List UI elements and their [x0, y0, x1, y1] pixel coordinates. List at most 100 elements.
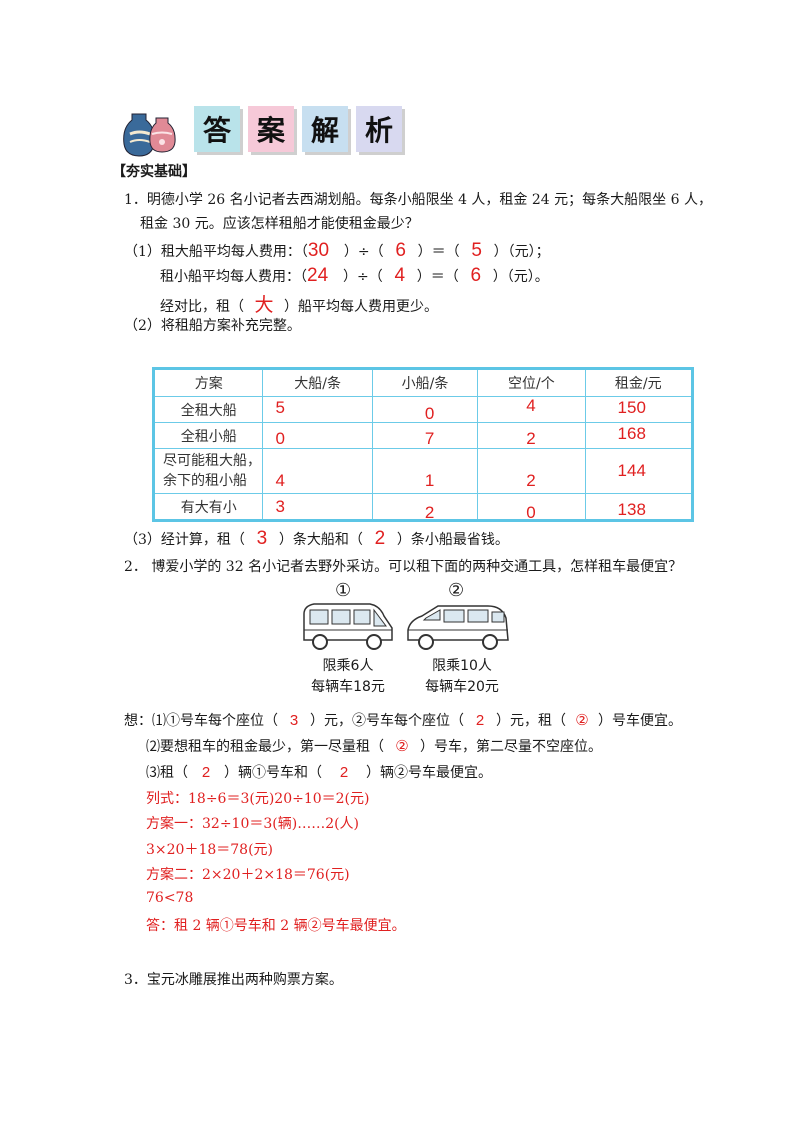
table-header: 大船/条 [262, 368, 373, 397]
answer-value: ② [575, 712, 589, 729]
text: ）元，租（ [496, 713, 566, 729]
section-title: 【夯实基础】 [112, 164, 196, 180]
banner-char-4: 析 [356, 106, 402, 152]
answer-value: 6 [470, 265, 482, 286]
van1-caption: 限乘6人 每辆车18元 [296, 656, 400, 698]
small-boats-cell: 2 [371, 493, 479, 522]
van2-caption: 限乘10人 每辆车20元 [408, 656, 516, 698]
table-row: 有大有小 3 2 0 138 [152, 493, 694, 522]
small-boats-cell: 7 [371, 422, 479, 449]
rent-cell: 168 [584, 422, 694, 449]
table-header: 方案 [152, 368, 264, 397]
text: （1）租大船平均每人费用：（ [124, 244, 308, 260]
table-header: 空位/个 [477, 368, 586, 397]
table-header: 小船/条 [371, 368, 479, 397]
banner-char-1: 答 [194, 106, 240, 152]
plan-label: 全租大船 [152, 396, 264, 423]
cell-value: 7 [424, 428, 435, 448]
cell-value: 150 [617, 397, 646, 417]
q2-think-2: ⑵要想租车的租金最少，第一尽量租（②）号车，第二尽量不空座位。 [146, 736, 602, 756]
text: ⑵要想租车的租金最少，第一尽量租（ [146, 739, 384, 755]
text: ）÷（ [343, 269, 383, 285]
answer-value: ② [395, 738, 409, 755]
small-boats-cell: 0 [371, 396, 479, 423]
answer-value: 6 [395, 240, 406, 261]
cell-value: 0 [275, 428, 285, 448]
table-header-row: 方案 大船/条 小船/条 空位/个 租金/元 [152, 368, 694, 397]
van2-illustration [407, 605, 509, 650]
rent-cell: 144 [584, 448, 694, 494]
calc-line: 列式：18÷6＝3(元)20÷10＝2(元) [146, 791, 370, 807]
small-boats-cell: 1 [371, 448, 479, 494]
table-row: 尽可能租大船， 余下的租小船 4 1 2 144 [152, 448, 694, 494]
q1-text-line1: 1．明德小学 26 名小记者去西湖划船。每条小船限坐 4 人，租金 24 元；每… [124, 192, 712, 208]
text: ）元，②号车每个座位（ [310, 713, 464, 729]
answer-value: 5 [471, 240, 482, 261]
cell-value: 3 [275, 496, 285, 516]
answer-banner: 答 案 解 析 [122, 104, 404, 160]
cell-value: 1 [424, 471, 435, 490]
van2-number: ② [448, 580, 465, 601]
empty-seats-cell: 2 [477, 448, 586, 494]
answer-value: 4 [394, 265, 406, 286]
answer-value: 24 [307, 265, 329, 286]
answer-line: 答：租 2 辆①号车和 2 辆②号车最便宜。 [146, 918, 406, 934]
cell-value: 5 [275, 397, 285, 417]
plan-label: 有大有小 [152, 493, 264, 521]
banner-char-3: 解 [302, 106, 348, 152]
text: 租小船平均每人费用：（ [160, 269, 307, 285]
text: 想：⑴①号车每个座位（ [124, 713, 278, 729]
plan-label: 尽可能租大船， 余下的租小船 [152, 448, 264, 494]
text: ）号车便宜。 [598, 713, 682, 729]
text: ）＝（ [416, 269, 459, 285]
q3-text-line1: 3．宝元冰雕展推出两种购票方案。 [124, 972, 343, 988]
q1-text-line2: 租金 30 元。应该怎样租船才能使租金最少？ [140, 216, 419, 232]
table-row: 全租大船 5 0 4 150 [152, 396, 694, 423]
rent-cell: 138 [584, 493, 694, 521]
text: ）＝（ [417, 244, 460, 260]
van1-number: ① [335, 580, 352, 601]
van2-capacity: 限乘10人 [432, 658, 492, 674]
q1-part3: （3）经计算，租（3）条大船和（2）条小船最省钱。 [124, 528, 509, 550]
cell-value: 0 [526, 502, 536, 522]
empty-seats-cell: 4 [477, 396, 586, 423]
cell-value: 2 [424, 502, 435, 522]
q1-part1-line3: 经对比，租（大）船平均每人费用更少。 [160, 290, 438, 317]
label-line: 尽可能租大船， [163, 453, 261, 469]
text: ⑶租（ [146, 765, 188, 781]
q2-text-line1: 2． 博爱小学的 32 名小记者去野外采访。可以租下面的两种交通工具，怎样租车最… [124, 559, 683, 575]
van1-illustration [303, 603, 393, 650]
big-boats-cell: 4 [262, 448, 373, 494]
answer-value: 3 [256, 528, 268, 549]
text: ）（元）； [493, 244, 550, 260]
text: ）条小船最省钱。 [396, 532, 509, 548]
big-boats-cell: 0 [262, 422, 373, 449]
q2-think-1: 想：⑴①号车每个座位（ 3 ）元，②号车每个座位（ 2 ）元，租（ ② ）号车便宜。 [124, 710, 682, 730]
answer-value: 2 [475, 712, 485, 729]
answer-value: 2 [374, 528, 386, 549]
cell-value: 4 [275, 471, 285, 490]
answer-value: 大 [254, 295, 274, 316]
calc-line: 方案二：2×20＋2×18＝76(元) [146, 867, 350, 883]
big-boats-cell: 5 [262, 396, 373, 423]
vase-icon [123, 113, 176, 157]
text: （3）经计算，租（ [124, 532, 245, 548]
van1-price: 每辆车18元 [311, 679, 385, 695]
empty-seats-cell: 0 [477, 493, 586, 522]
answer-value: 3 [289, 712, 299, 729]
plan-label: 全租小船 [152, 422, 264, 449]
label-line: 余下的租小船 [163, 473, 247, 489]
boat-plan-table: 方案 大船/条 小船/条 空位/个 租金/元 全租大船 5 0 4 150 全租… [152, 367, 694, 522]
q1-part1-line2: 租小船平均每人费用：（24）÷（4）＝（6）（元）。 [160, 265, 549, 287]
cell-value: 0 [424, 403, 435, 423]
text: ）辆①号车和（ [224, 765, 322, 781]
answer-value: 2 [201, 764, 211, 781]
calc-line: 方案一：32÷10＝3(辆)……2(人) [146, 816, 360, 832]
q1-part2: （2）将租船方案补充完整。 [124, 318, 301, 334]
banner-char-2: 案 [248, 106, 294, 152]
cell-value: 144 [617, 461, 646, 480]
big-boats-cell: 3 [262, 493, 373, 521]
table-row: 全租小船 0 7 2 168 [152, 422, 694, 449]
cell-value: 2 [526, 471, 536, 490]
text: ）÷（ [343, 244, 384, 260]
